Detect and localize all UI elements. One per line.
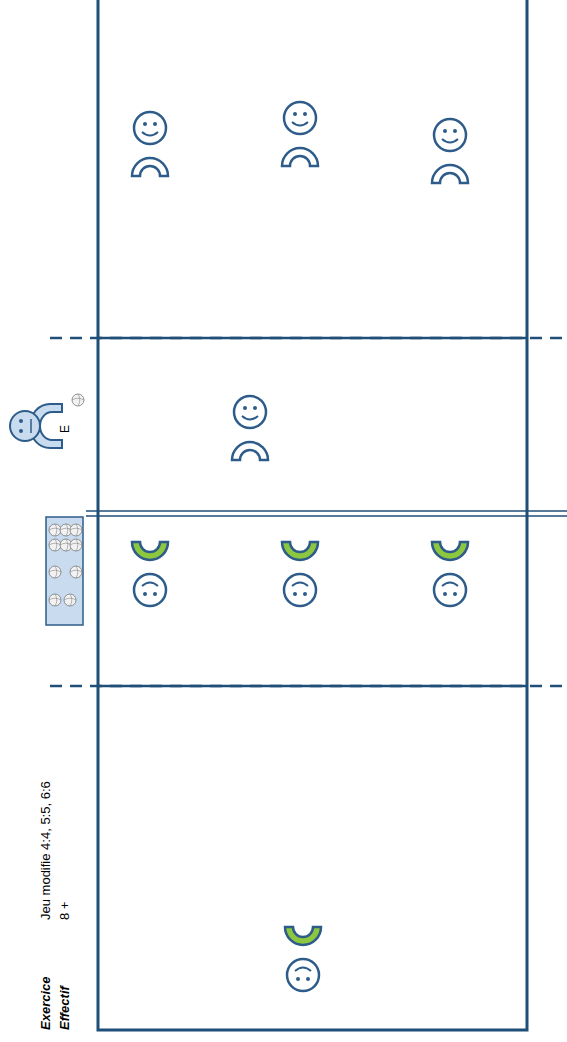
ball [70, 539, 82, 551]
blue-player [232, 396, 268, 460]
court-outline [98, 0, 527, 1030]
attack-line [98, 685, 527, 688]
exercise-label: Exercice [38, 977, 54, 1031]
net-line [86, 515, 567, 517]
net-line [86, 510, 567, 512]
ball-box [46, 517, 83, 625]
coach-letter: E [58, 425, 72, 433]
green-player [132, 542, 168, 606]
green-player [282, 542, 318, 606]
ball [72, 394, 84, 406]
player-count: 8 + [57, 902, 73, 920]
dashed-line [50, 685, 567, 688]
ball [49, 539, 61, 551]
ball [49, 566, 61, 578]
ball [70, 524, 82, 536]
game-label: Jeu modifie 4:4, 5:5, 6:6 [38, 781, 54, 920]
green-player [285, 927, 321, 991]
ball [49, 594, 61, 606]
ball [49, 524, 61, 536]
green-player [432, 542, 468, 606]
ball [70, 566, 82, 578]
blue-player [132, 112, 168, 176]
coach-figure [10, 404, 62, 448]
blue-player [432, 119, 468, 183]
ball [64, 594, 76, 606]
dashed-line [50, 337, 567, 340]
attack-line [98, 337, 527, 340]
group-size-label: Effectif [57, 986, 73, 1030]
blue-player [282, 102, 318, 166]
